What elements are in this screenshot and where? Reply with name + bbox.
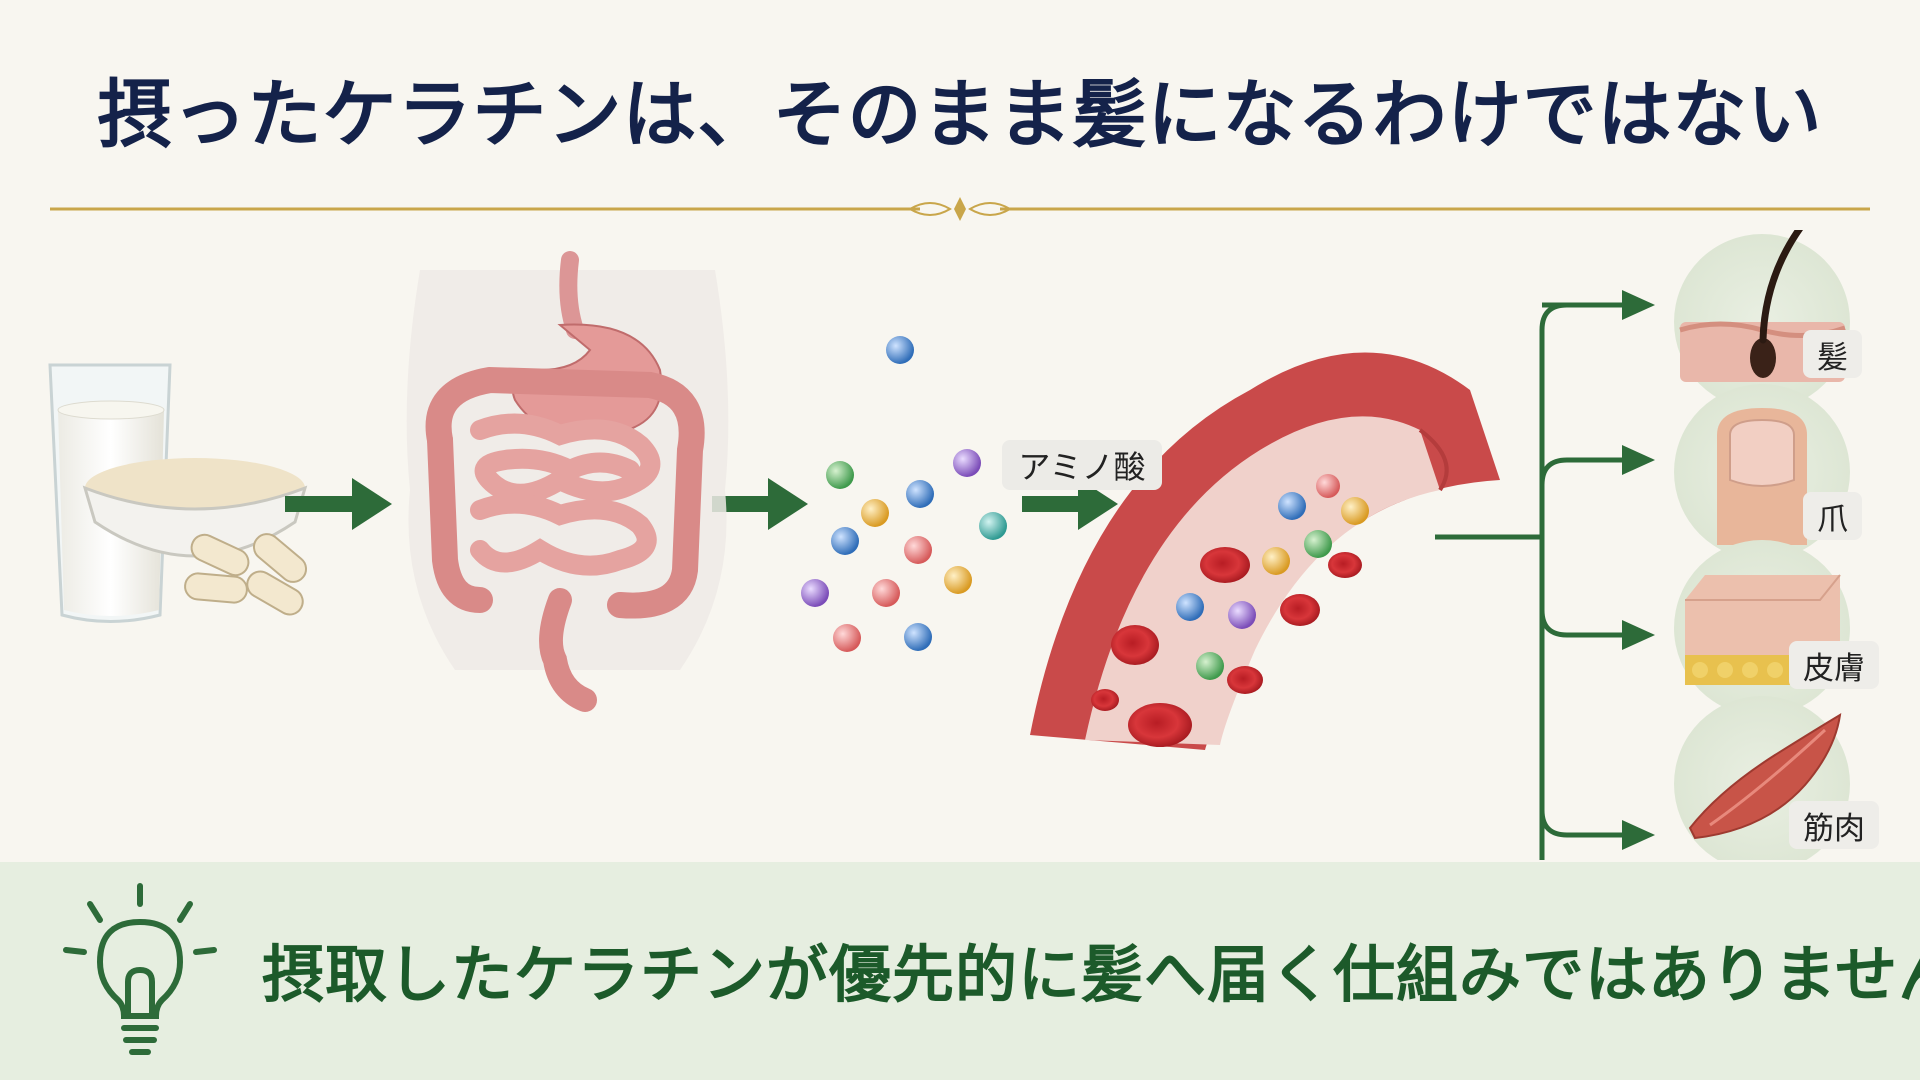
amino-acid-molecule xyxy=(1341,497,1369,525)
amino-acid-molecule xyxy=(1176,593,1204,621)
amino-acid-molecule xyxy=(831,527,859,555)
amino-acid-molecule xyxy=(953,449,981,477)
amino-acid-molecule xyxy=(1278,492,1306,520)
amino-acid-molecule xyxy=(1262,547,1290,575)
arrow-amino-to-blood xyxy=(1022,478,1118,530)
amino-acid-molecule xyxy=(904,536,932,564)
amino-acid-label: アミノ酸 xyxy=(1002,440,1162,490)
amino-acid-molecule xyxy=(906,480,934,508)
target-label-hair: 髪 xyxy=(1803,330,1862,378)
metabolism-diagram xyxy=(0,230,1920,860)
arrow-to-muscle xyxy=(1622,820,1655,850)
amino-acid-molecule xyxy=(979,512,1007,540)
arrow-to-nail xyxy=(1622,445,1655,475)
arrow-intake-to-digestion xyxy=(285,478,392,530)
distribution-arrows xyxy=(1435,302,1625,860)
red-blood-cell xyxy=(1200,547,1250,583)
page-title: 摂ったケラチンは、そのまま髪になるわけではない xyxy=(97,72,1823,158)
conclusion-banner: 摂取したケラチンが優先的に髪へ届く仕組みではありません xyxy=(0,862,1920,1080)
amino-acid-molecule xyxy=(944,566,972,594)
amino-acid-molecule xyxy=(833,624,861,652)
amino-acid-molecule xyxy=(1304,530,1332,558)
amino-acid-molecule xyxy=(1228,601,1256,629)
red-blood-cell xyxy=(1111,625,1159,665)
amino-acid-molecule xyxy=(861,499,889,527)
digestive-system-icon xyxy=(406,251,729,712)
amino-acid-molecule xyxy=(1196,652,1224,680)
red-blood-cell xyxy=(1128,703,1192,747)
amino-acid-molecule xyxy=(801,579,829,607)
target-label-muscle: 筋肉 xyxy=(1789,801,1879,849)
target-label-nail: 爪 xyxy=(1803,492,1862,540)
conclusion-text: 摂取したケラチンが優先的に髪へ届く仕組みではありません xyxy=(262,938,1920,1011)
red-blood-cell xyxy=(1091,689,1119,711)
keratin-powder-bowl-icon xyxy=(82,458,308,558)
amino-acid-molecule xyxy=(886,336,914,364)
lightbulb-icon xyxy=(63,883,217,1055)
target-label-skin: 皮膚 xyxy=(1789,641,1879,689)
amino-acid-molecule xyxy=(904,623,932,651)
red-blood-cell xyxy=(1328,552,1362,578)
amino-acid-molecule xyxy=(826,461,854,489)
amino-acid-molecule xyxy=(1316,474,1340,498)
ornament-divider xyxy=(50,197,1870,221)
capsule-icon xyxy=(184,533,308,616)
arrow-to-skin xyxy=(1622,620,1655,650)
arrow-to-hair xyxy=(1622,290,1655,320)
blood-vessel-icon xyxy=(1030,352,1500,750)
red-blood-cell xyxy=(1227,666,1263,694)
red-blood-cell xyxy=(1280,594,1320,626)
amino-acid-molecule xyxy=(872,579,900,607)
arrow-digestion-to-amino xyxy=(712,478,808,530)
amino-acid-molecules xyxy=(801,336,1007,652)
